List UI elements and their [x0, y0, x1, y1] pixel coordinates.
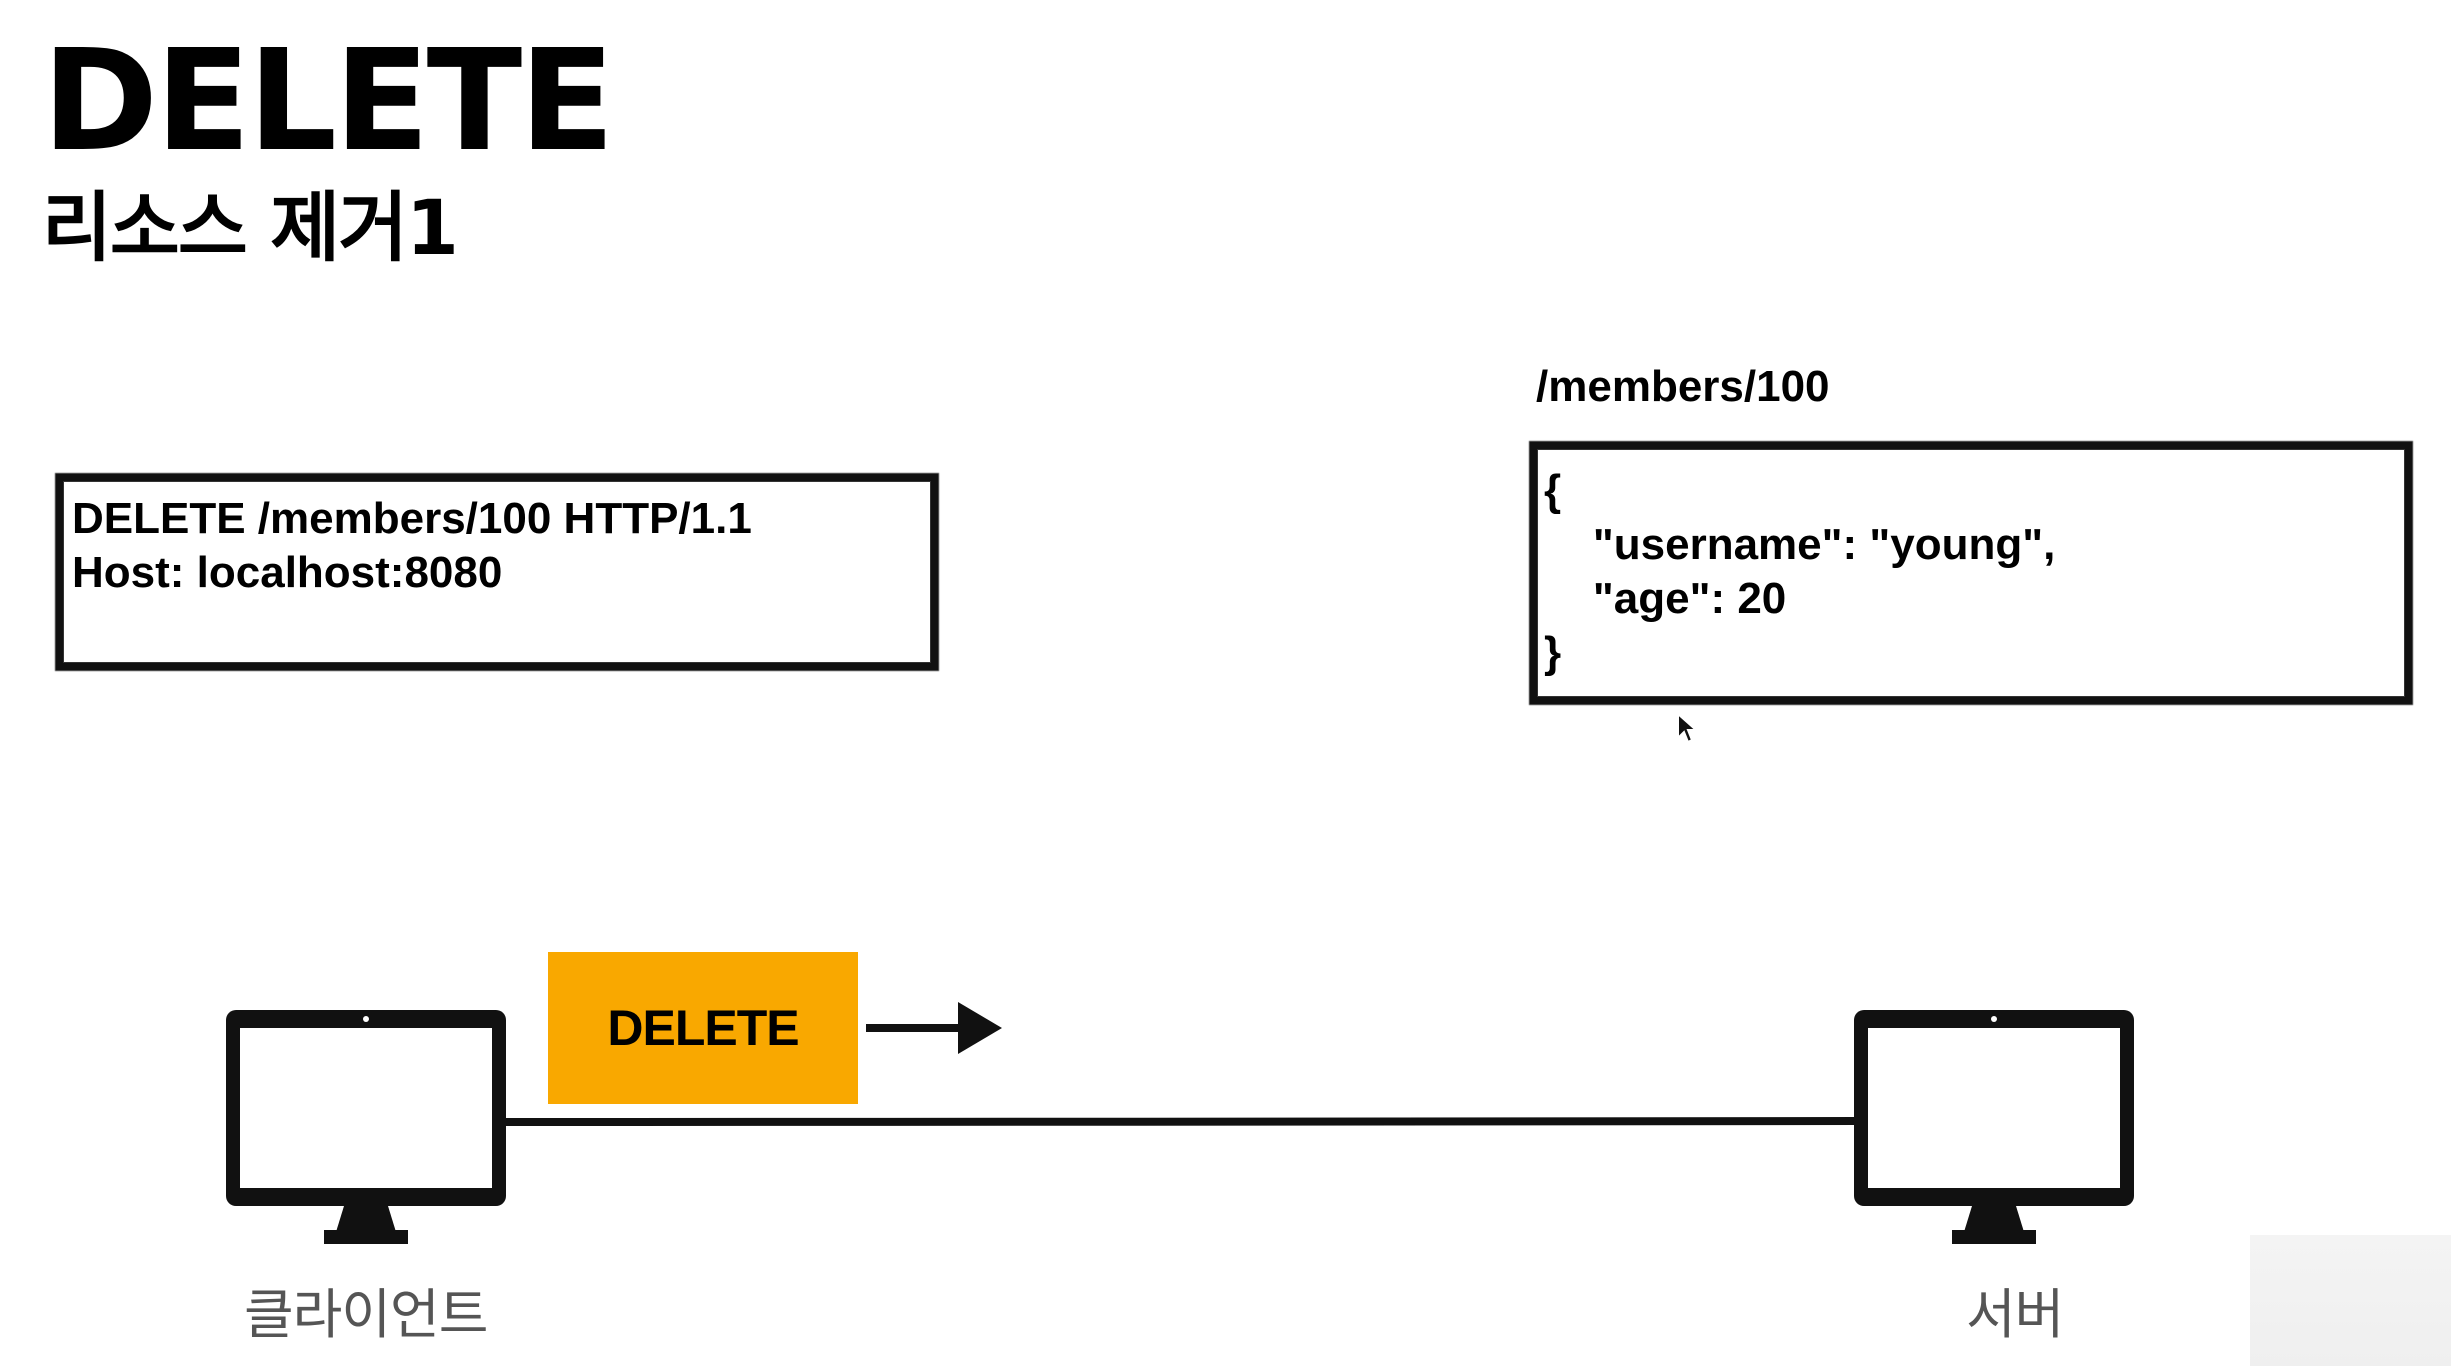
connection-line: [504, 1117, 1857, 1127]
monitor-icon: [226, 1010, 506, 1244]
page-title: DELETE: [42, 20, 615, 183]
page-subtitle: 리소스 제거1: [42, 183, 459, 272]
request-host-header: Host: localhost:8080: [72, 548, 503, 597]
resource-json: { "username": "young", "age": 20 }: [1544, 466, 2056, 677]
request-message-box: [56, 474, 938, 670]
arrow-right-icon: [866, 1002, 1002, 1054]
method-badge: DELETE: [548, 952, 858, 1104]
resource-box: [1530, 442, 2412, 704]
corner-overlay: [2250, 1235, 2451, 1366]
server-label: 서버: [1966, 1283, 2064, 1346]
cursor-icon: [1677, 712, 1698, 744]
client-label: 클라이언트: [244, 1283, 488, 1346]
resource-path: /members/100: [1536, 362, 1830, 411]
request-line: DELETE /members/100 HTTP/1.1: [72, 494, 752, 543]
monitor-icon: [1854, 1010, 2134, 1244]
